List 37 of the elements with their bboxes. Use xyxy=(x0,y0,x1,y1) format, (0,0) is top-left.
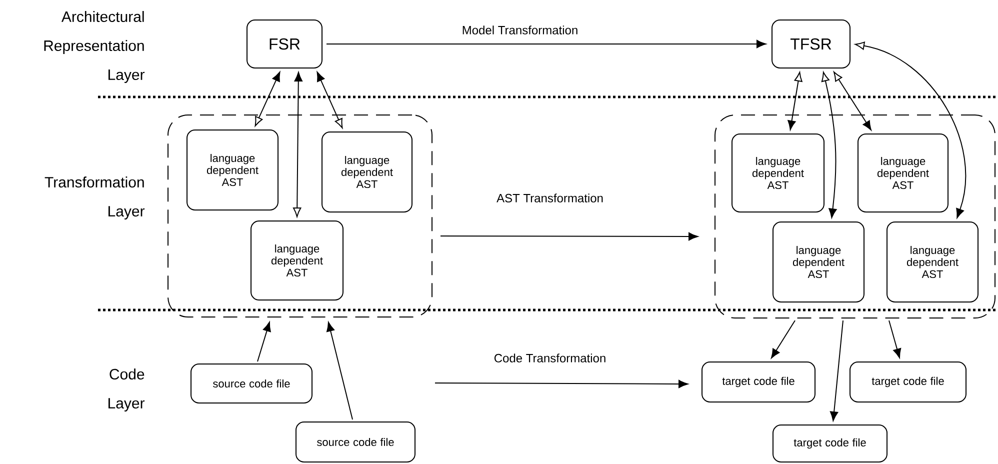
edge-label: Model Transformation xyxy=(460,24,580,36)
arrow xyxy=(854,42,966,218)
arrow xyxy=(788,72,802,130)
arrow xyxy=(821,72,837,218)
ast-box: language dependent AST xyxy=(732,134,824,212)
model-box: FSR xyxy=(246,20,322,68)
ast-box: language dependent AST xyxy=(858,134,948,212)
dashed-group-frame xyxy=(168,114,432,318)
arrow xyxy=(326,40,766,48)
arrow xyxy=(257,322,271,362)
layer-label: Transformation Layer xyxy=(44,176,145,220)
arrow xyxy=(293,72,302,218)
edge-label: AST Transformation xyxy=(496,192,604,204)
ast-box: language dependent AST xyxy=(322,132,412,212)
layer-label: Architectural Representation Layer xyxy=(44,11,145,83)
file-box: source code file xyxy=(190,364,312,404)
arrow xyxy=(834,72,872,130)
file-box: target code file xyxy=(772,424,888,462)
file-box: source code file xyxy=(296,422,416,462)
dashed-group-frame xyxy=(714,114,996,318)
arrow xyxy=(316,72,343,128)
ast-box: language dependent AST xyxy=(250,220,344,300)
arrow xyxy=(440,232,698,241)
ast-box: language dependent AST xyxy=(886,222,978,302)
arrow xyxy=(326,322,353,420)
arrow xyxy=(830,320,844,422)
file-box: target code file xyxy=(702,362,816,402)
ast-box: language dependent AST xyxy=(772,222,864,302)
edge-label: Code Transformation xyxy=(492,352,608,364)
layer-label: Code Layer xyxy=(108,368,145,412)
arrow xyxy=(771,320,796,358)
arrow xyxy=(888,320,902,358)
file-box: target code file xyxy=(850,362,966,402)
arrow xyxy=(434,380,688,388)
ast-box: language dependent AST xyxy=(186,130,278,210)
model-box: TFSR xyxy=(772,20,850,68)
arrow xyxy=(254,72,280,126)
